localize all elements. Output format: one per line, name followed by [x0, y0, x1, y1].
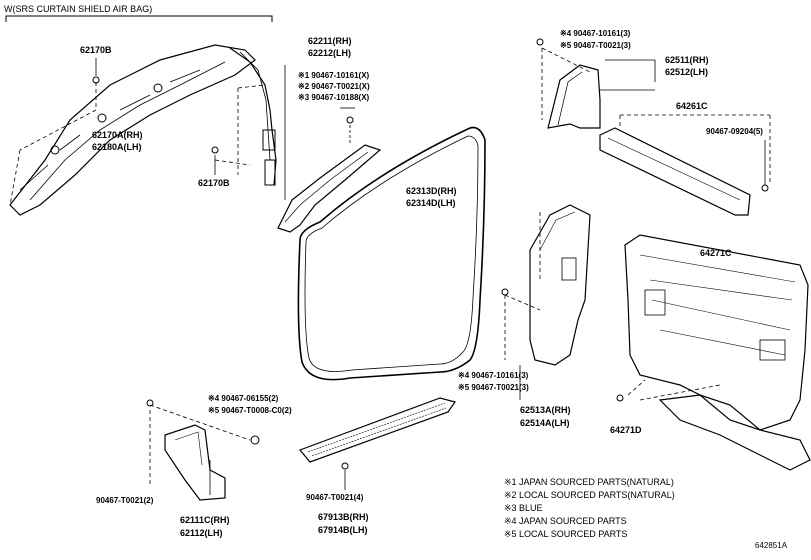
back-lower-trim-icon [658, 394, 811, 471]
part-62511-rh: 62511(RH) [665, 55, 709, 65]
part-64271d: 64271D [610, 425, 642, 435]
door-weatherstrip-icon [297, 126, 486, 381]
legend-item: ※5 LOCAL SOURCED PARTS [504, 529, 628, 539]
clip-90467-10161-3-upper: ※4 90467-10161(3) [560, 29, 631, 38]
part-62512-lh: 62512(LH) [665, 67, 709, 77]
part-64261c: 64261C [676, 101, 708, 111]
cowl-side-trim-icon [164, 424, 226, 501]
curtain-bracket-line [5, 15, 273, 22]
clip-90467-t0021-x: ※2 90467-T0021(X) [298, 82, 370, 91]
part-62313d-rh: 62313D(RH) [406, 186, 457, 196]
part-62211-rh: 62211(RH) [308, 36, 352, 46]
part-67914b-lh: 67914B(LH) [318, 525, 368, 535]
legend-item: ※1 JAPAN SOURCED PARTS(NATURAL) [504, 477, 674, 487]
legend-item: ※3 BLUE [504, 503, 543, 513]
clip-90467-10161-x: ※1 90467-10161(X) [298, 71, 370, 80]
part-62314d-lh: 62314D(LH) [406, 198, 456, 208]
clip-90467-10188-x: ※3 90467-10188(X) [298, 93, 370, 102]
curtain-airbag-icon [9, 44, 277, 216]
clip-90467-09204-5: 90467-09204(5) [706, 127, 763, 136]
clip-90467-t0021-2: 90467-T0021(2) [96, 496, 154, 505]
clip-90467-t0021-3-lower: ※5 90467-T0021(3) [458, 383, 529, 392]
figure-code: 642851A [755, 541, 788, 550]
part-62170b-top: 62170B [80, 45, 112, 55]
clip-90467-10161-3-lower: ※4 90467-10161(3) [458, 371, 529, 380]
curtain-airbag-note: W(SRS CURTAIN SHIELD AIR BAG) [4, 4, 153, 14]
part-62111c-rh: 62111C(RH) [180, 515, 230, 525]
clip-90467-t0021-3-upper: ※5 90467-T0021(3) [560, 41, 631, 50]
clip-90467-t0008-c0-2: ※5 90467-T0008-C0(2) [208, 406, 292, 415]
part-62170b-bottom: 62170B [198, 178, 230, 188]
legend-item: ※4 JAPAN SOURCED PARTS [504, 516, 627, 526]
rear-pillar-upper-garnish-icon [547, 64, 601, 129]
scuff-plate-icon [298, 397, 456, 463]
part-62212-lh: 62212(LH) [308, 48, 352, 58]
part-62112-lh: 62112(LH) [180, 528, 223, 538]
a-pillar-garnish-icon [277, 144, 382, 233]
part-62180a-lh: 62180A(LH) [92, 142, 142, 152]
clip-icon [92, 38, 769, 470]
legend-item: ※2 LOCAL SOURCED PARTS(NATURAL) [504, 490, 675, 500]
center-pillar-garnish-icon [529, 204, 591, 366]
roof-side-trim-icon [599, 127, 751, 216]
clip-90467-t0021-4: 90467-T0021(4) [306, 493, 364, 502]
part-67913b-rh: 67913B(RH) [318, 512, 369, 522]
part-64271c: 64271C [700, 248, 732, 258]
clip-90467-06155-2: ※4 90467-06155(2) [208, 394, 279, 403]
curtain-leader-lines [9, 82, 266, 206]
part-62514a-lh: 62514A(LH) [520, 418, 570, 428]
part-62513a-rh: 62513A(RH) [520, 405, 571, 415]
part-62170a-rh: 62170A(RH) [92, 130, 143, 140]
